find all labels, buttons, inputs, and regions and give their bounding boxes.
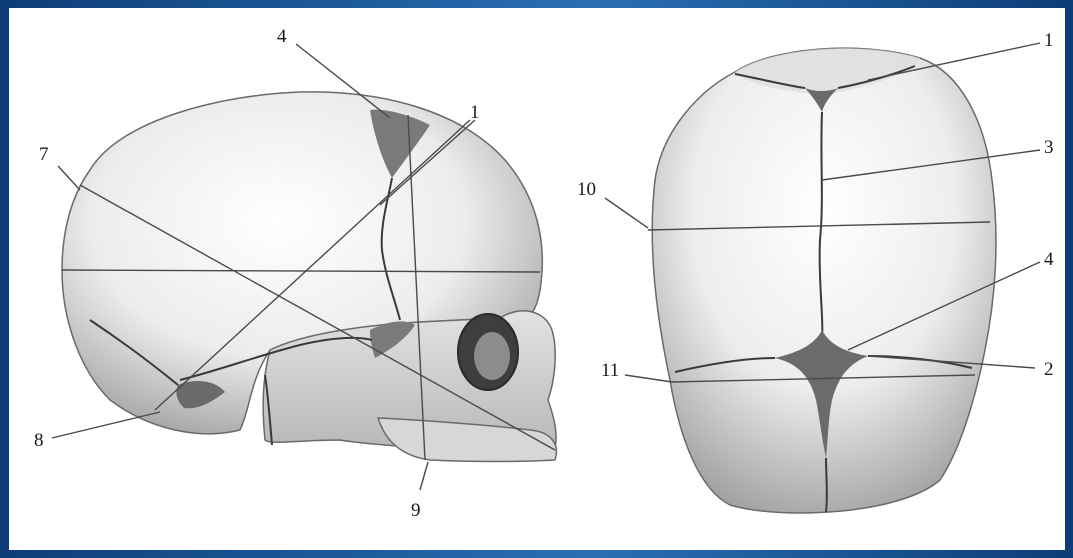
label-superior-10: 10 bbox=[577, 179, 596, 200]
label-lateral-7: 7 bbox=[39, 144, 49, 165]
label-lateral-1: 1 bbox=[470, 102, 480, 123]
label-superior-2: 2 bbox=[1044, 359, 1054, 380]
superior-skull: 1 3 10 4 11 2 bbox=[577, 30, 1054, 513]
frontal-suture bbox=[826, 458, 827, 512]
label-superior-11: 11 bbox=[601, 360, 619, 381]
label-superior-4: 4 bbox=[1044, 249, 1054, 270]
label-superior-1: 1 bbox=[1044, 30, 1054, 51]
label-lateral-4: 4 bbox=[277, 26, 287, 47]
label-lateral-8: 8 bbox=[34, 430, 44, 451]
label-superior-3: 3 bbox=[1044, 137, 1054, 158]
lateral-skull: 4 1 7 8 9 bbox=[34, 26, 556, 521]
label-lateral-9: 9 bbox=[411, 500, 421, 521]
